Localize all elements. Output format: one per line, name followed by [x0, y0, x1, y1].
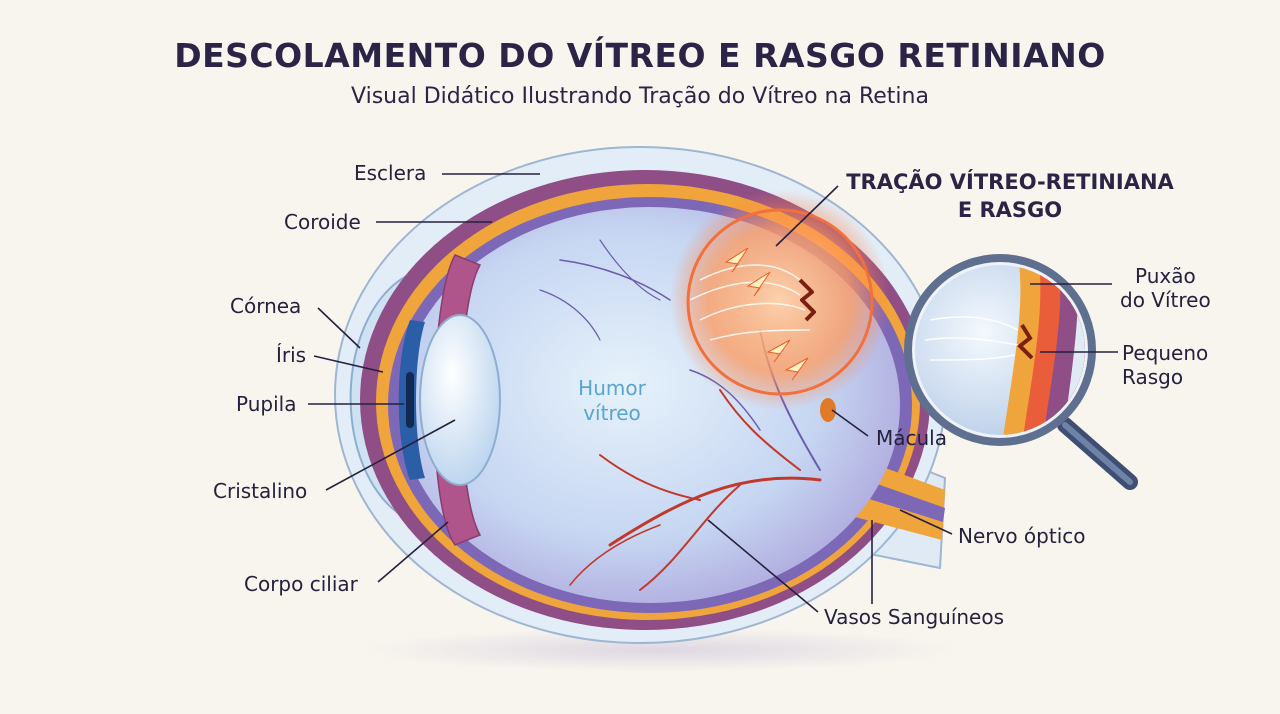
- label-tracao: TRAÇÃO VÍTREO-RETINIANA E RASGO: [830, 168, 1190, 224]
- macula-spot: [820, 398, 836, 422]
- label-humor-vitreo: Humor vítreo: [560, 376, 664, 426]
- label-tracao-line2: E RASGO: [957, 198, 1063, 222]
- label-esclera: Esclera: [354, 161, 427, 185]
- pupil: [406, 372, 414, 428]
- label-nervo-optico: Nervo óptico: [958, 524, 1086, 548]
- label-pequeno-line2: Rasgo: [1122, 365, 1184, 389]
- label-pequeno-line1: Pequeno: [1122, 341, 1209, 365]
- label-cornea: Córnea: [230, 294, 302, 318]
- label-puxao-line2: do Vítreo: [1120, 288, 1211, 312]
- leader-lines: [308, 173, 1118, 613]
- label-pupila: Pupila: [236, 392, 297, 416]
- page-subtitle: Visual Didático Ilustrando Tração do Vít…: [351, 84, 929, 109]
- eye-shadow: [360, 628, 960, 672]
- label-pequeno-rasgo: Pequeno Rasgo: [1122, 341, 1208, 389]
- label-humor-line1: Humor: [578, 376, 646, 400]
- crystalline-lens: [419, 314, 501, 486]
- label-corpo-ciliar: Corpo ciliar: [244, 572, 358, 596]
- label-macula: Mácula: [876, 426, 947, 450]
- label-puxao-line1: Puxão: [1134, 264, 1196, 288]
- traction-glow: [670, 190, 890, 410]
- label-iris: Íris: [276, 343, 307, 367]
- retinal-tear: [798, 278, 816, 322]
- label-vasos: Vasos Sanguíneos: [824, 605, 1005, 629]
- vitreous-fibers: [689, 264, 811, 341]
- label-puxao: Puxão do Vítreo: [1120, 264, 1211, 312]
- label-coroide: Coroide: [284, 210, 361, 234]
- traction-arrows: [724, 247, 809, 381]
- page-title: DESCOLAMENTO DO VÍTREO E RASGO RETINIANO: [174, 36, 1106, 75]
- label-cristalino: Cristalino: [213, 479, 308, 503]
- label-humor-line2: vítreo: [583, 401, 641, 425]
- traction-ring: [686, 208, 874, 396]
- label-tracao-line1: TRAÇÃO VÍTREO-RETINIANA: [846, 170, 1174, 194]
